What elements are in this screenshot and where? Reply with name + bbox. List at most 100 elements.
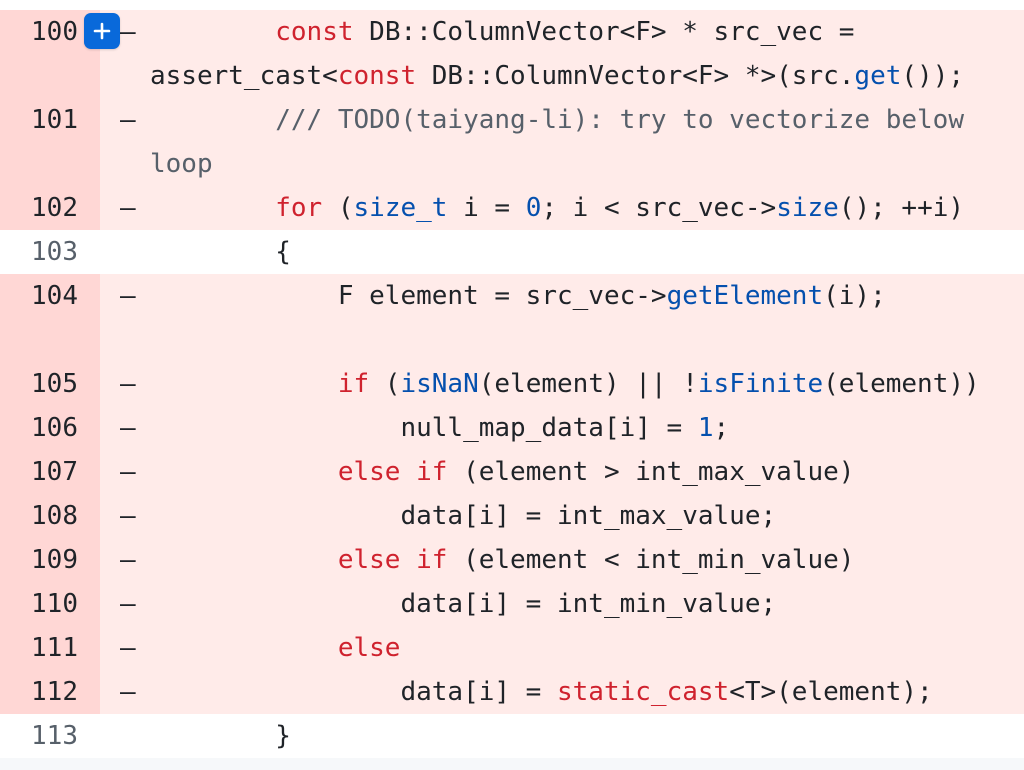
literal-token: size_t bbox=[353, 193, 448, 223]
code-token: data[i] = int_min_value; bbox=[150, 589, 777, 619]
code-token bbox=[400, 457, 416, 487]
code-token: <T>(element); bbox=[729, 677, 933, 707]
code-line: data[i] = int_min_value; bbox=[150, 582, 1024, 626]
code-token: } bbox=[150, 721, 291, 751]
code-token bbox=[150, 105, 275, 135]
line-number[interactable]: 100 bbox=[0, 10, 100, 98]
plus-icon bbox=[92, 21, 112, 41]
line-number[interactable]: 111 bbox=[0, 626, 100, 670]
function-token: isFinite bbox=[697, 369, 824, 399]
code-line: data[i] = static_cast<T>(element); bbox=[150, 670, 1024, 714]
keyword-token: if bbox=[416, 545, 448, 575]
line-number[interactable]: 107 bbox=[0, 450, 100, 494]
line-number[interactable]: 102 bbox=[0, 186, 100, 230]
diff-line: 107– else if (element > int_max_value) bbox=[0, 450, 1024, 494]
diff-line: 102– for (size_t i = 0; i < src_vec->siz… bbox=[0, 186, 1024, 230]
diff-line: 112– data[i] = static_cast<T>(element); bbox=[0, 670, 1024, 714]
keyword-token: if bbox=[337, 369, 370, 399]
keyword-token: else bbox=[337, 545, 401, 575]
code-token: ( bbox=[369, 369, 401, 399]
diff-bottom-strip bbox=[0, 758, 1024, 770]
code-token: DB::ColumnVector<F> *>(src. bbox=[416, 61, 855, 91]
diff-line: 108– data[i] = int_max_value; bbox=[0, 494, 1024, 538]
diff-marker: – bbox=[120, 545, 136, 575]
line-number[interactable]: 106 bbox=[0, 406, 100, 450]
diff-marker: – bbox=[120, 281, 136, 311]
diff-line: 106– null_map_data[i] = 1; bbox=[0, 406, 1024, 450]
code-token: (); ++i) bbox=[838, 193, 965, 223]
line-number[interactable] bbox=[0, 318, 100, 362]
diff-marker: – bbox=[120, 501, 136, 531]
code-line: /// TODO(taiyang-li): try to vectorize b… bbox=[150, 98, 1024, 186]
keyword-token: static_cast bbox=[557, 677, 730, 707]
diff-line: 109– else if (element < int_min_value) bbox=[0, 538, 1024, 582]
line-number[interactable]: 110 bbox=[0, 582, 100, 626]
code-token bbox=[150, 193, 275, 223]
code-line: else bbox=[150, 626, 1024, 670]
code-token bbox=[150, 457, 338, 487]
diff-line: 105– if (isNaN(element) || !isFinite(ele… bbox=[0, 362, 1024, 406]
code-token bbox=[150, 17, 275, 47]
diff-marker: – bbox=[120, 17, 136, 47]
line-number[interactable]: 112 bbox=[0, 670, 100, 714]
code-line: { bbox=[150, 230, 1024, 274]
code-token: (element > int_max_value) bbox=[447, 457, 855, 487]
code-token bbox=[150, 633, 338, 663]
code-token: null_map_data[i] = bbox=[150, 413, 698, 443]
function-token: isNaN bbox=[400, 369, 479, 399]
code-line: } bbox=[150, 714, 1024, 758]
line-number[interactable]: 103 bbox=[31, 237, 78, 267]
diff-marker: – bbox=[120, 105, 136, 135]
diff-line: 111– else bbox=[0, 626, 1024, 670]
code-line: if (isNaN(element) || !isFinite(element)… bbox=[150, 362, 1024, 406]
diff-marker bbox=[100, 318, 150, 362]
code-line: F element = src_vec->getElement(i); bbox=[150, 274, 1024, 318]
line-number[interactable]: 105 bbox=[0, 362, 100, 406]
comment-token: /// TODO(taiyang-li): try to vectorize b… bbox=[150, 105, 980, 179]
code-token bbox=[400, 545, 416, 575]
keyword-token: const bbox=[275, 17, 354, 47]
diff-marker: – bbox=[120, 193, 136, 223]
diff-marker bbox=[100, 230, 150, 274]
line-number[interactable]: 113 bbox=[31, 721, 78, 751]
diff-marker: – bbox=[120, 633, 136, 663]
code-token: (element) || ! bbox=[478, 369, 698, 399]
line-number[interactable]: 108 bbox=[0, 494, 100, 538]
line-number[interactable]: 104 bbox=[0, 274, 100, 318]
code-line: else if (element > int_max_value) bbox=[150, 450, 1024, 494]
code-token: ( bbox=[322, 193, 354, 223]
code-token: { bbox=[150, 237, 291, 267]
literal-token: 1 bbox=[697, 413, 714, 443]
code-token: (element < int_min_value) bbox=[447, 545, 855, 575]
diff-marker: – bbox=[120, 589, 136, 619]
code-line bbox=[150, 318, 1024, 362]
add-comment-button[interactable] bbox=[84, 13, 120, 49]
function-token: getElement bbox=[666, 281, 824, 311]
code-line: const DB::ColumnVector<F> * src_vec = as… bbox=[150, 10, 1024, 98]
diff-marker: – bbox=[120, 369, 136, 399]
keyword-token: else bbox=[337, 633, 401, 663]
code-token: ()); bbox=[901, 61, 965, 91]
code-line: else if (element < int_min_value) bbox=[150, 538, 1024, 582]
code-token: DB::ColumnVector<F> * src_vec = assert_c… bbox=[150, 17, 871, 91]
code-token: ; i < src_vec-> bbox=[541, 193, 777, 223]
keyword-token: if bbox=[416, 457, 448, 487]
line-number[interactable]: 101 bbox=[0, 98, 100, 186]
keyword-token: for bbox=[275, 193, 323, 223]
diff-line: 103 { bbox=[0, 230, 1024, 274]
keyword-token: else bbox=[337, 457, 401, 487]
function-token: size bbox=[776, 193, 839, 223]
line-number[interactable]: 109 bbox=[0, 538, 100, 582]
code-line: data[i] = int_max_value; bbox=[150, 494, 1024, 538]
code-line: null_map_data[i] = 1; bbox=[150, 406, 1024, 450]
code-token: F element = src_vec-> bbox=[150, 281, 667, 311]
diff-marker: – bbox=[120, 677, 136, 707]
literal-token: 0 bbox=[525, 193, 542, 223]
code-token bbox=[150, 545, 338, 575]
diff-marker: – bbox=[120, 457, 136, 487]
diff-lines: 100– const DB::ColumnVector<F> * src_vec… bbox=[0, 10, 1024, 758]
code-token: ; bbox=[713, 413, 730, 443]
code-line: for (size_t i = 0; i < src_vec->size(); … bbox=[150, 186, 1024, 230]
diff-line: 100– const DB::ColumnVector<F> * src_vec… bbox=[0, 10, 1024, 98]
